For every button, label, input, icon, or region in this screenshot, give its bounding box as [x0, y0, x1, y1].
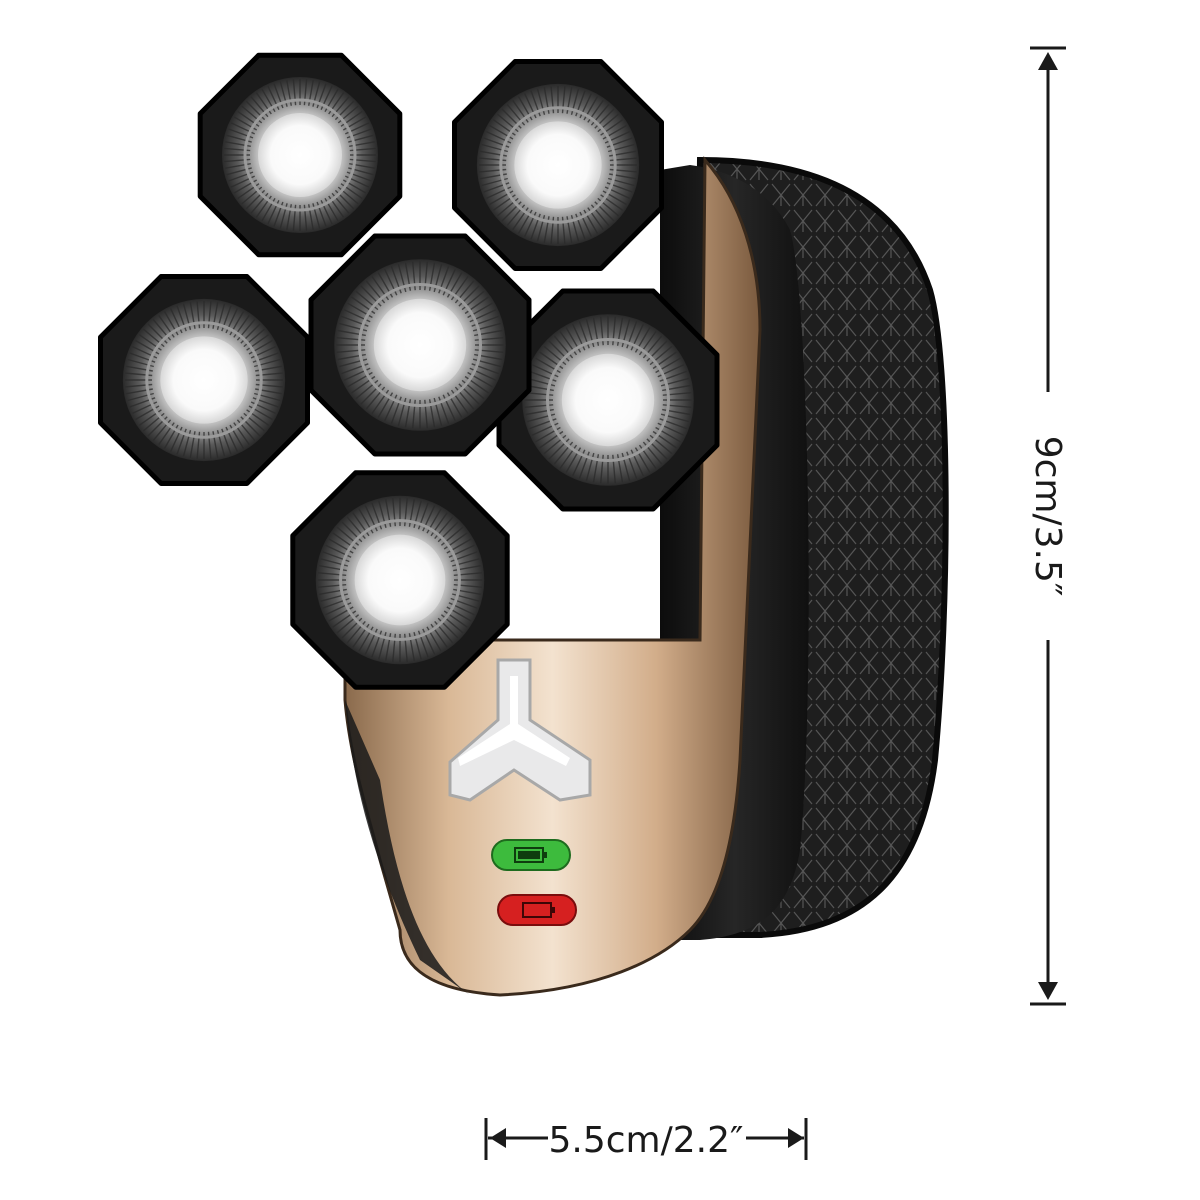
power-button[interactable] — [448, 658, 592, 802]
shaver-head-top-right — [452, 59, 664, 271]
shaver-head-center — [308, 233, 532, 457]
height-label: 9cm/3.5″ — [1027, 436, 1068, 597]
battery-low-indicator — [497, 894, 577, 926]
shaver-head-bottom — [290, 470, 510, 690]
width-dimension: 5.5cm/2.2″ — [484, 1118, 808, 1161]
shaver-head-top-left — [197, 52, 403, 258]
height-dimension: 9cm/3.5″ — [1027, 46, 1068, 1006]
battery-full-indicator — [491, 839, 571, 871]
shaver-heads-cluster — [98, 52, 720, 690]
shaver-head-left — [98, 274, 310, 486]
shaver-head-right — [496, 288, 720, 512]
width-label: 5.5cm/2.2″ — [549, 1120, 744, 1161]
